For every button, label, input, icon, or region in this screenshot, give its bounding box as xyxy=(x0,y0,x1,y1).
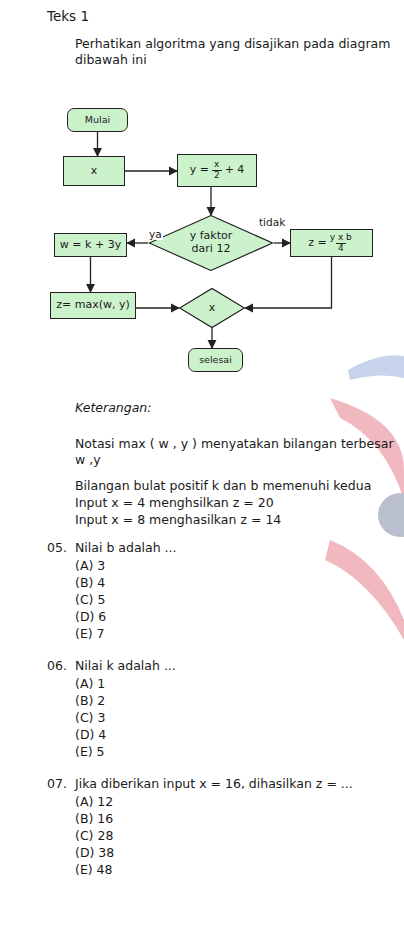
question-text: Nilai k adalah ... xyxy=(75,658,375,674)
process-box: w = k + 3y xyxy=(54,233,127,257)
formula-text: y = xyxy=(190,164,209,177)
node-text: w = k + 3y xyxy=(60,239,121,252)
denominator: 4 xyxy=(336,243,346,254)
flow-arrow xyxy=(125,170,177,171)
question-text: 06. xyxy=(47,658,77,674)
node-text: Mulai xyxy=(85,115,110,126)
output-diamond: x xyxy=(179,288,245,328)
node-text: z= max(w, y) xyxy=(56,299,130,312)
flow-arrow xyxy=(245,257,332,308)
question-text: (E) 48 xyxy=(75,862,175,878)
watermark-arc xyxy=(325,540,404,640)
question-text: (B) 16 xyxy=(75,811,175,827)
flow-arrow xyxy=(90,257,91,292)
question-text: (C) 28 xyxy=(75,828,175,844)
edge-label: ya xyxy=(148,228,163,240)
question-text: 05. xyxy=(47,540,77,556)
node-content: y faktor dari 12 xyxy=(180,230,242,255)
note-text: Bilangan bulat positif k dan b memenuhi … xyxy=(75,478,400,494)
question-text: (D) 6 xyxy=(75,609,175,625)
end-terminal: selesai xyxy=(188,348,243,372)
question-text: (B) 2 xyxy=(75,693,175,709)
node-content: Mulai xyxy=(85,115,110,126)
question-text: (C) 5 xyxy=(75,592,175,608)
fraction: x2 xyxy=(212,160,222,181)
question-text: (E) 5 xyxy=(75,744,175,760)
note-heading: Keterangan: xyxy=(75,400,375,416)
formula-text: z = xyxy=(308,237,327,250)
flow-arrow xyxy=(210,187,211,215)
node-text: x xyxy=(91,165,98,178)
process-box: z =y x b4 xyxy=(290,229,373,257)
edge-label: tidak xyxy=(258,216,286,228)
section-title: Teks 1 xyxy=(47,8,89,24)
formula-text: + 4 xyxy=(225,164,245,177)
question-text: (E) 7 xyxy=(75,626,175,642)
numerator: x xyxy=(214,160,219,170)
node-content: z= max(w, y) xyxy=(56,299,130,312)
question-text: Nilai b adalah ... xyxy=(75,540,375,556)
question-text: (D) 38 xyxy=(75,845,175,861)
fraction: y x b4 xyxy=(330,233,352,254)
flow-arrow xyxy=(274,242,290,243)
note-text: Input x = 8 menghasilkan z = 14 xyxy=(75,512,400,528)
question-text: (B) 4 xyxy=(75,575,175,591)
watermark-cap xyxy=(348,355,404,380)
numerator: y x b xyxy=(330,233,352,243)
question-text: (A) 12 xyxy=(75,794,175,810)
node-content: w = k + 3y xyxy=(60,239,121,252)
denominator: 2 xyxy=(212,170,222,181)
node-text: y faktor dari 12 xyxy=(180,230,242,255)
question-text: (A) 1 xyxy=(75,676,175,692)
question-text: (D) 4 xyxy=(75,727,175,743)
question-text: 07. xyxy=(47,776,77,792)
flow-arrow xyxy=(136,307,179,308)
flow-arrow xyxy=(211,328,212,348)
node-text: x xyxy=(209,302,216,315)
node-content: x xyxy=(209,302,216,315)
watermark-dot xyxy=(378,493,404,537)
process-box: y =x2+ 4 xyxy=(177,154,257,187)
flow-arrow xyxy=(127,242,148,243)
flow-arrow xyxy=(97,132,98,156)
node-content: x xyxy=(91,165,98,178)
node-content: y =x2+ 4 xyxy=(190,160,245,181)
question-text: Jika diberikan input x = 16, dihasilkan … xyxy=(75,776,400,792)
node-content: z =y x b4 xyxy=(308,233,355,254)
question-text: (C) 3 xyxy=(75,710,175,726)
node-text: selesai xyxy=(199,355,232,366)
process-box: z= max(w, y) xyxy=(50,292,136,319)
note-text: Notasi max ( w , y ) menyatakan bilangan… xyxy=(75,436,400,468)
node-content: selesai xyxy=(199,355,232,366)
start-terminal: Mulai xyxy=(67,108,128,132)
input-box: x xyxy=(63,156,125,186)
note-text: Input x = 4 menghsilkan z = 20 xyxy=(75,495,400,511)
decision-diamond: y faktor dari 12 xyxy=(148,215,274,271)
question-text: (A) 3 xyxy=(75,558,175,574)
note-text: Perhatikan algoritma yang disajikan pada… xyxy=(75,36,397,68)
